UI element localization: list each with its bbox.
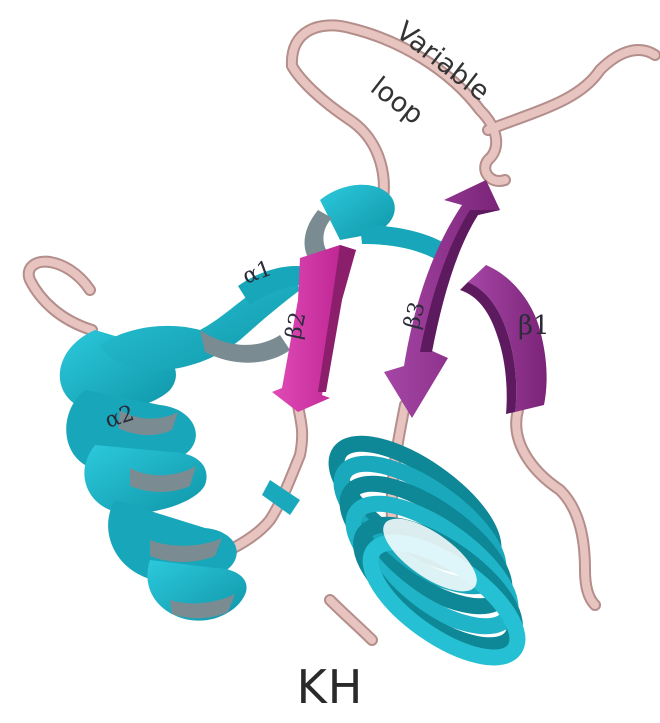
- beta1-label: β1: [518, 311, 550, 341]
- helix-alpha2: [60, 330, 247, 621]
- helix-alpha1: [100, 185, 452, 370]
- domain-title: KH: [0, 660, 660, 714]
- variable-loop-label-line2: loop: [365, 71, 430, 131]
